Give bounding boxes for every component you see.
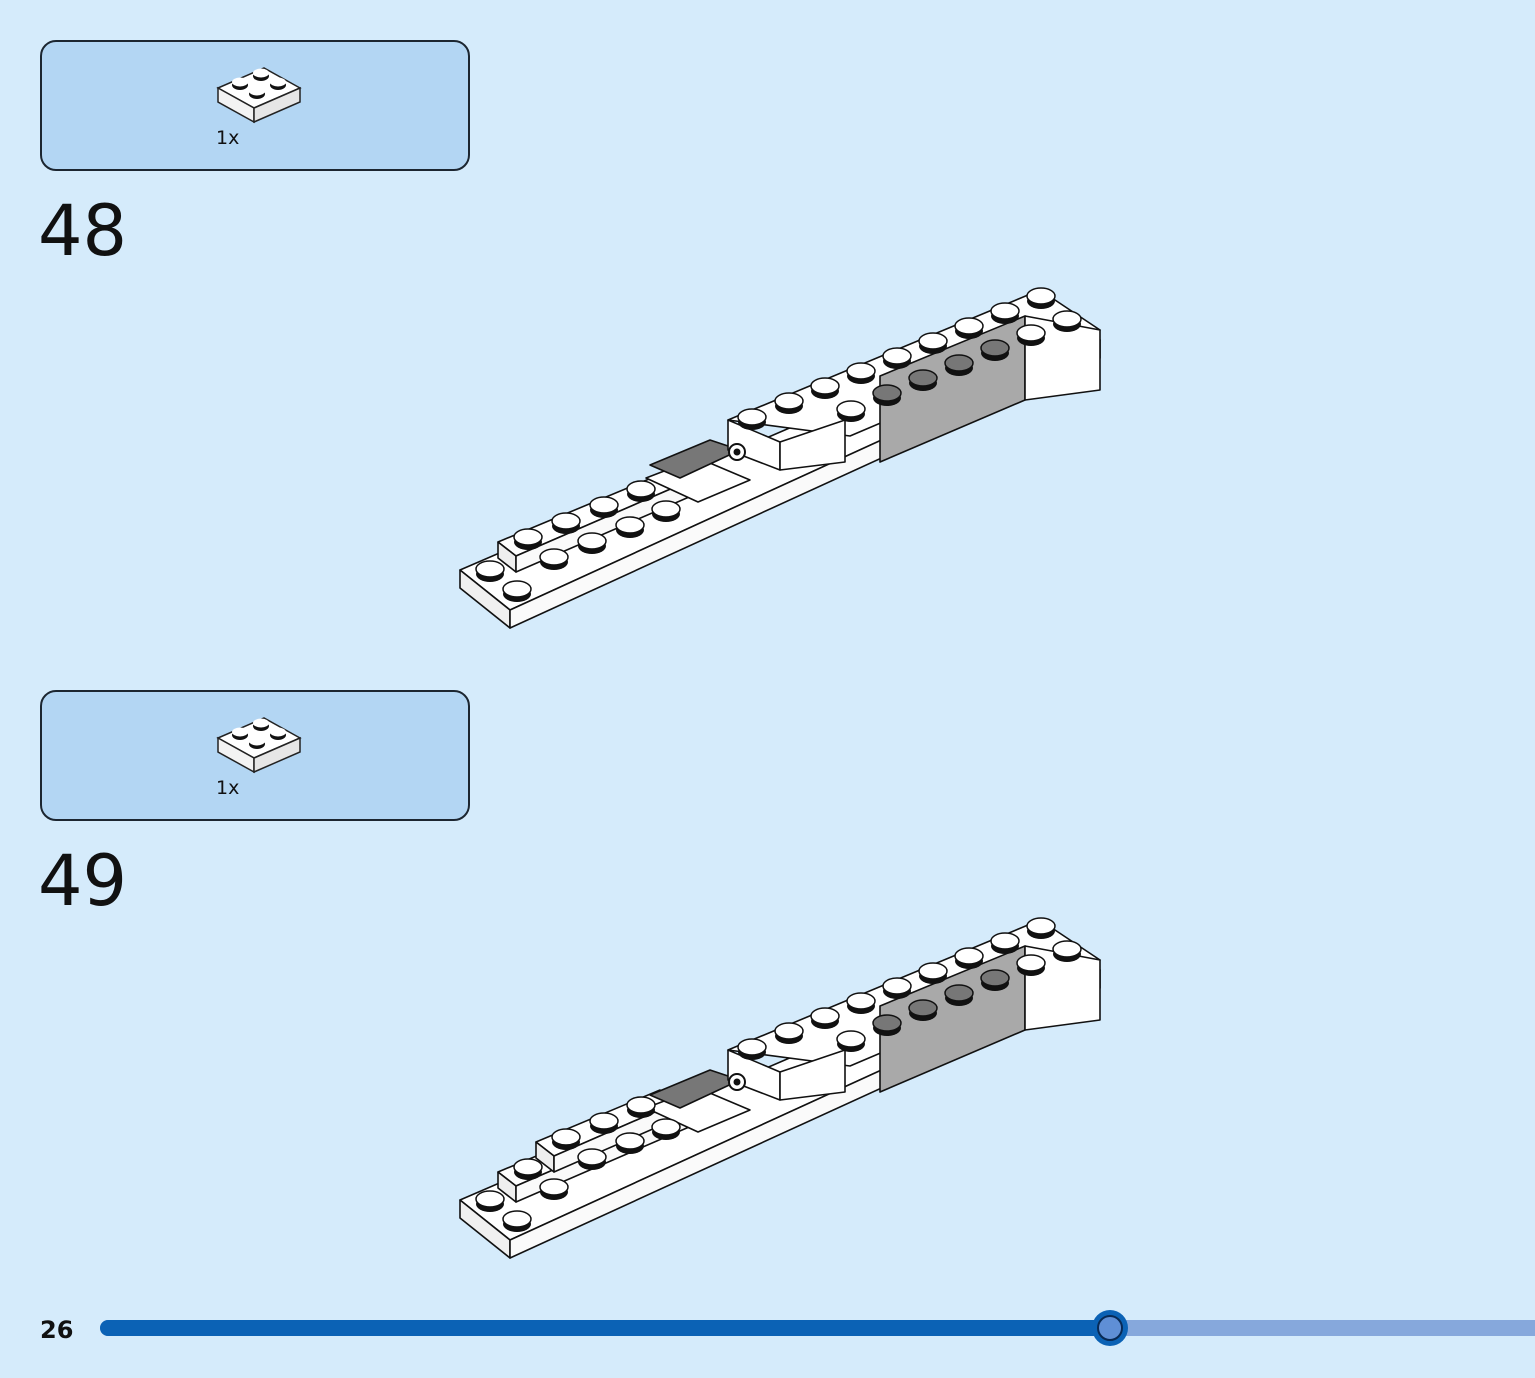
part-quantity: 1x bbox=[216, 777, 240, 799]
parts-callout-step-49: 1x bbox=[40, 690, 470, 821]
step-number: 49 bbox=[38, 840, 128, 922]
plate-2x2-icon bbox=[216, 717, 302, 774]
plate-2x2-icon bbox=[216, 67, 302, 124]
build-model-step-49 bbox=[459, 917, 1101, 1259]
progress-fill bbox=[100, 1320, 1111, 1336]
parts-callout-step-48: 1x bbox=[40, 40, 470, 171]
build-model-step-48 bbox=[459, 287, 1101, 629]
page-number: 26 bbox=[40, 1316, 74, 1344]
step-number: 48 bbox=[38, 190, 128, 272]
progress-bar bbox=[100, 1310, 1535, 1346]
stud bbox=[475, 560, 505, 582]
progress-marker-icon bbox=[1092, 1310, 1129, 1346]
part-quantity: 1x bbox=[216, 127, 240, 149]
